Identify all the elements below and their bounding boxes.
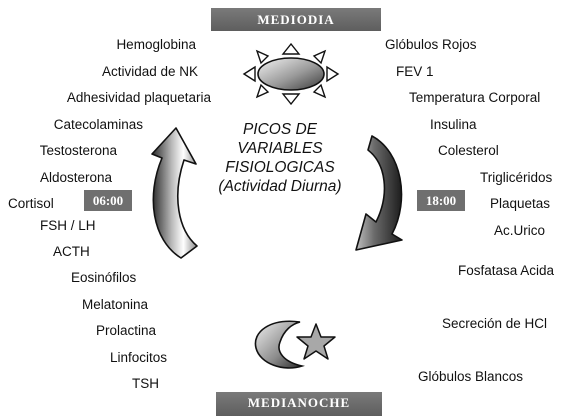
label-cortisol: Cortisol (8, 196, 54, 211)
label-plaquetas: Plaquetas (490, 196, 551, 211)
label-globulos-blancos: Glóbulos Blancos (418, 369, 524, 384)
label-tsh: TSH (132, 376, 159, 391)
label-testosterona: Testosterona (39, 143, 117, 158)
label-fosfatasa-acida: Fosfatasa Acida (458, 263, 555, 278)
label-ac-urico: Ac.Urico (494, 223, 546, 238)
sun-icon (242, 42, 340, 106)
label-melatonina: Melatonina (82, 297, 149, 312)
label-linfocitos: Linfocitos (110, 350, 168, 365)
time-1800-box: 18:00 (417, 190, 465, 211)
label-eosinofilos: Eosinófilos (71, 270, 137, 285)
title-line-3: FISIOLOGICAS (225, 159, 335, 176)
label-secrecion-hcl: Secreción de HCl (442, 316, 548, 331)
title-line-1: PICOS DE (242, 121, 318, 138)
curved-arrow-down-icon (355, 135, 403, 251)
label-actividad-nk: Actividad de NK (101, 64, 198, 79)
label-insulina: Insulina (430, 117, 477, 132)
label-colesterol: Colesterol (438, 143, 499, 158)
label-globulos-rojos: Glóbulos Rojos (385, 37, 477, 52)
label-hemoglobina: Hemoglobina (116, 37, 196, 52)
label-acth: ACTH (53, 244, 90, 259)
mediodia-bar: MEDIODIA (211, 8, 381, 31)
label-fev1: FEV 1 (396, 64, 434, 79)
medianoche-bar: MEDIANOCHE (216, 392, 382, 416)
time-0600-box: 06:00 (84, 190, 132, 211)
label-temperatura-corporal: Temperatura Corporal (409, 90, 541, 105)
label-trigliceridos: Triglicéridos (480, 170, 553, 185)
label-aldosterona: Aldosterona (39, 170, 112, 185)
label-fsh-lh: FSH / LH (40, 218, 96, 233)
label-catecolaminas: Catecolaminas (53, 117, 143, 132)
moon-icon (254, 320, 305, 369)
diagram-title: PICOS DE VARIABLES FISIOLOGICAS (Activid… (196, 120, 364, 196)
star-icon (296, 323, 336, 360)
title-line-4: (Actividad Diurna) (218, 178, 342, 195)
label-adhesividad-plaquetaria: Adhesividad plaquetaria (66, 90, 211, 105)
label-prolactina: Prolactina (96, 323, 157, 338)
title-line-2: VARIABLES (237, 140, 323, 157)
curved-arrow-up-icon (151, 127, 198, 259)
